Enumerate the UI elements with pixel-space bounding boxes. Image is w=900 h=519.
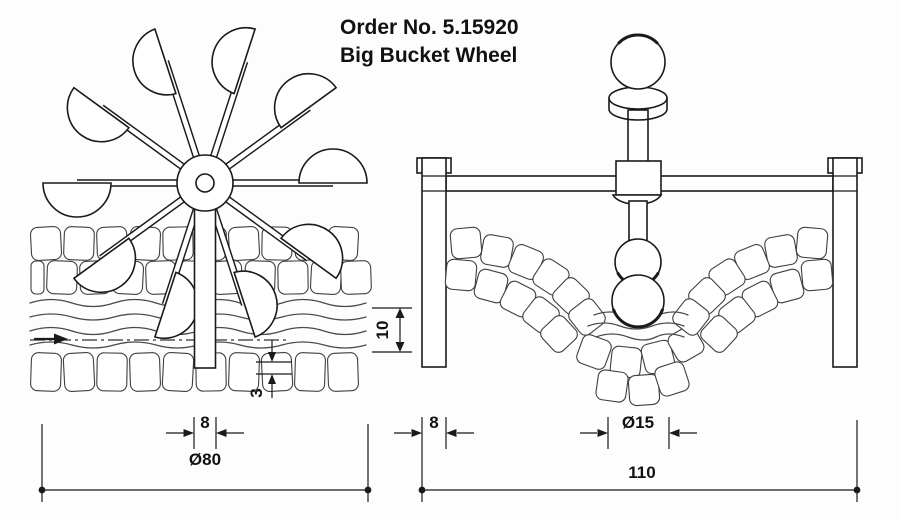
wheel-buckets [42, 26, 368, 340]
channel-stones [444, 226, 834, 407]
dimension-post-width: 8 [394, 413, 474, 449]
order-number: Order No. 5.15920 [340, 16, 519, 39]
dimension-bottom-clearance: 3 [247, 340, 292, 398]
upper-link [627, 109, 649, 164]
dimension-water-depth: 10 [372, 307, 412, 353]
right-post [832, 157, 858, 368]
lower-link [628, 200, 648, 244]
bucket-diameter-label: Ø15 [622, 413, 654, 432]
left-post [421, 157, 447, 368]
title-block: Order No. 5.15920 Big Bucket Wheel [340, 16, 519, 67]
bucket-disc [608, 86, 668, 110]
post-width-label: 8 [429, 413, 438, 432]
stone-row-bottom [30, 352, 359, 392]
dimension-wheel-diameter: Ø80 [38, 424, 372, 502]
dimension-overall-width: 110 [418, 420, 861, 502]
bucket-column-front-view [608, 33, 668, 329]
axle-block [615, 160, 662, 196]
dimension-hub-width: 8 [166, 413, 244, 449]
overall-width-label: 110 [628, 463, 655, 482]
product-name: Big Bucket Wheel [340, 44, 517, 67]
front-view [416, 33, 863, 407]
hub-width-label: 8 [200, 413, 209, 432]
wheel-diameter-label: Ø80 [189, 450, 221, 469]
bucket-disc-bottom [608, 108, 668, 121]
flow-direction-arrow-icon [34, 333, 68, 345]
wheel-axle-pin [195, 173, 215, 193]
axle-slot-lines [422, 175, 857, 192]
bottom-clearance-label: 3 [247, 388, 266, 397]
water-depth-label: 10 [373, 321, 392, 340]
bucket-wheel-side-view [42, 26, 368, 369]
dimension-bucket-diameter: Ø15 [580, 413, 697, 449]
